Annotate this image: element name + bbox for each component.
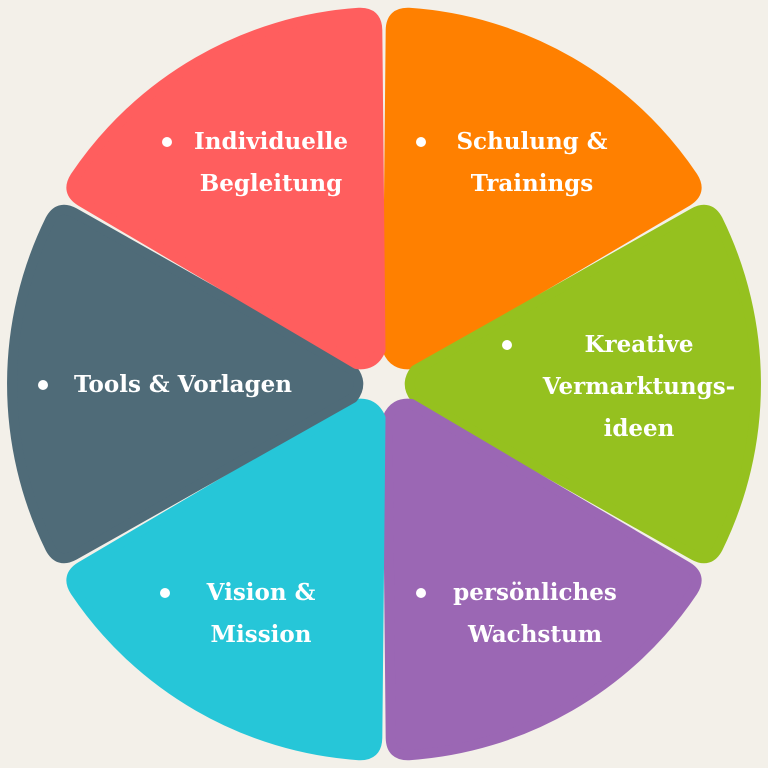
label-persoenliches-wachstum: persönliches Wachstum <box>416 572 626 656</box>
label-tools-vorlagen: Tools & Vorlagen <box>38 364 302 406</box>
bullet-icon <box>162 137 172 147</box>
label-line: Trainings <box>470 170 594 197</box>
segment-individuelle-begleitung <box>382 7 702 370</box>
label-line: Wachstum <box>467 621 603 648</box>
bullet-icon <box>416 137 426 147</box>
label-line: persönliches <box>453 579 617 606</box>
segment-kreative-vermarktungsideen <box>382 398 702 761</box>
label-line: Kreative <box>584 331 694 358</box>
label-vision-mission: Vision & Mission <box>160 572 326 656</box>
segment-schulung-trainings <box>404 204 761 564</box>
label-line: Mission <box>210 621 312 648</box>
bullet-icon <box>502 340 512 350</box>
label-kreative-vermarktungsideen: Kreative Vermarktungs- ideen <box>502 324 748 450</box>
label-line: Vermarktungs- <box>542 373 736 400</box>
segment-vision-mission <box>7 204 364 564</box>
segment-tools-vorlagen <box>66 7 386 370</box>
label-line: Begleitung <box>199 170 343 197</box>
label-line: Vision & <box>206 579 316 606</box>
bullet-icon <box>38 380 48 390</box>
bullet-icon <box>160 588 170 598</box>
label-line: Individuelle <box>194 128 348 155</box>
bullet-icon <box>416 588 426 598</box>
label-line: Tools & Vorlagen <box>74 371 292 398</box>
label-line: ideen <box>603 415 675 442</box>
label-line: Schulung & <box>456 128 608 155</box>
label-schulung-trainings: Schulung & Trainings <box>416 121 618 205</box>
segment-persoenliches-wachstum <box>66 398 386 761</box>
label-individuelle-begleitung: Individuelle Begleitung <box>162 121 356 205</box>
